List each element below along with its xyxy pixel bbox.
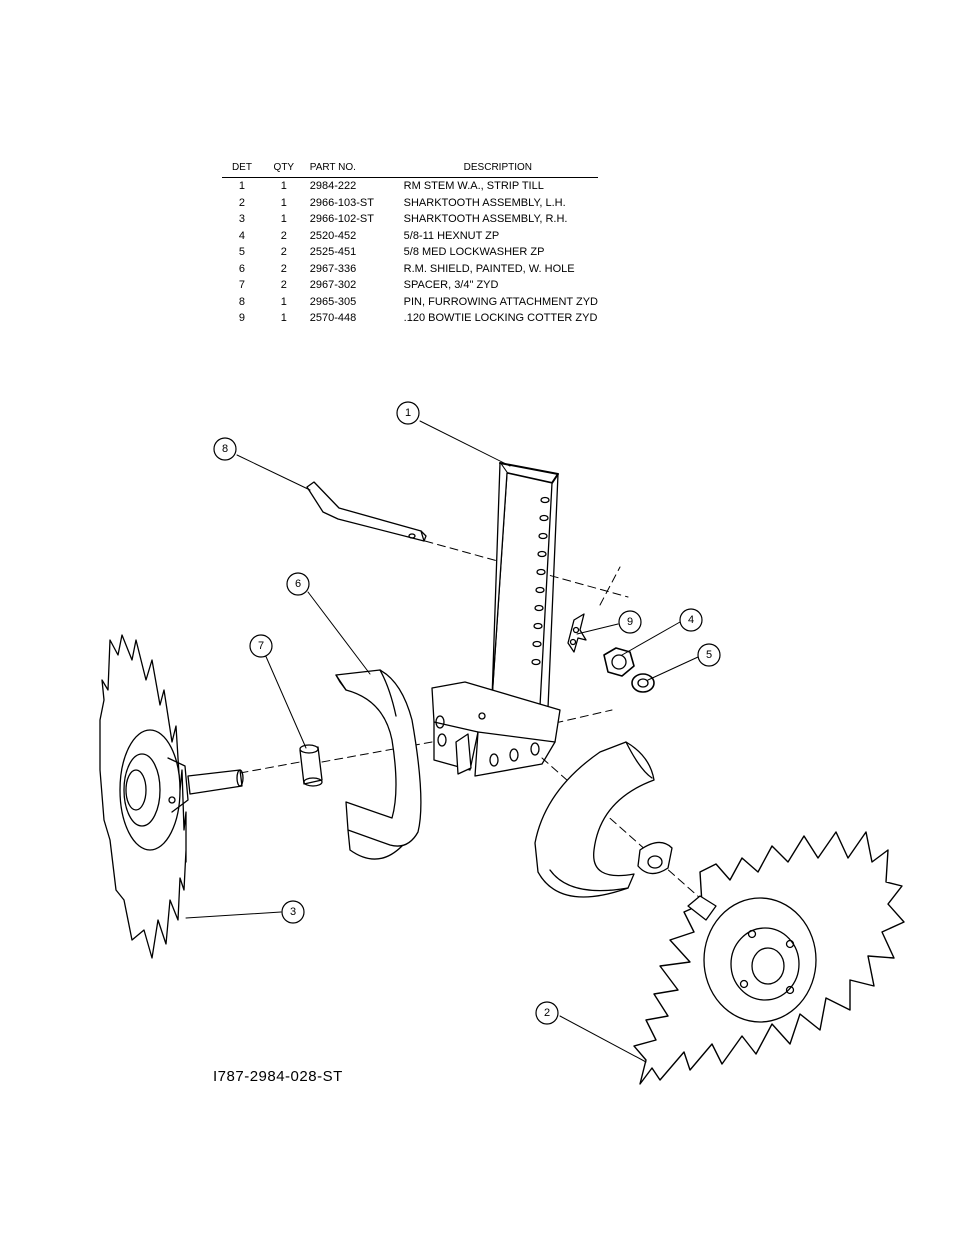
header-description: DESCRIPTION: [397, 160, 598, 178]
header-det: DET: [222, 160, 262, 178]
cell-qty: 1: [280, 196, 287, 209]
table-row: 8 1 2965-305 PIN, FURROWING ATTACHMENT ZYD: [222, 294, 598, 311]
callout-numbers: 1 2 3 4 5 6 7 8 9: [222, 407, 712, 1019]
cell-description: 5/8 MED LOCKWASHER ZP: [403, 246, 545, 258]
table-row: 5 2 2525-451 5/8 MED LOCKWASHER ZP: [222, 244, 598, 261]
cell-description: SHARKTOOTH ASSEMBLY, R.H.: [403, 213, 568, 225]
callout-4: 4: [688, 614, 694, 626]
cell-part-no: 2570-448: [309, 312, 357, 324]
cell-qty: 2: [280, 229, 287, 242]
spacer-right: [637, 841, 673, 875]
table-row: 6 2 2967-336 R.M. SHIELD, PAINTED, W. HOLE: [222, 261, 598, 278]
cell-qty: 1: [280, 180, 287, 192]
cell-det: 5: [238, 246, 245, 258]
header-part-no: PART NO.: [305, 160, 398, 178]
table-row: 3 1 2966-102-ST SHARKTOOTH ASSEMBLY, R.H.: [222, 211, 598, 228]
cell-det: 8: [238, 295, 245, 308]
header-qty: QTY: [261, 160, 306, 178]
table-row: 7 2 2967-302 SPACER, 3/4" ZYD: [222, 277, 598, 294]
cell-det: 4: [238, 229, 245, 242]
callout-3: 3: [290, 906, 296, 918]
cell-det: 3: [238, 213, 245, 225]
cell-description: 5/8-11 HEXNUT ZP: [403, 229, 500, 242]
table-row: 9 1 2570-448 .120 BOWTIE LOCKING COTTER ZYD: [222, 310, 598, 327]
stem-hole-pattern: [531, 496, 550, 666]
table-header-row: DET QTY PART NO. DESCRIPTION: [222, 160, 598, 178]
cell-description: R.M. SHIELD, PAINTED, W. HOLE: [403, 262, 575, 275]
furrowing-pin-part-8: [306, 481, 427, 542]
cell-description: SHARKTOOTH ASSEMBLY, L.H.: [403, 196, 566, 209]
hexnut-part-4: [603, 647, 635, 677]
callout-8: 8: [222, 443, 228, 455]
callout-leader-lines: [185, 420, 699, 1063]
lockwasher-part-5: [631, 673, 655, 693]
cell-qty: 2: [280, 246, 287, 258]
cell-part-no: 2967-336: [309, 262, 357, 275]
rm-shield-part-6: [335, 669, 422, 860]
callout-1: 1: [405, 407, 411, 419]
cell-description: .120 BOWTIE LOCKING COTTER ZYD: [403, 312, 598, 324]
cell-det: 2: [238, 196, 245, 209]
drawing-number: I787-2984-028-ST: [213, 1068, 343, 1085]
cell-description: PIN, FURROWING ATTACHMENT ZYD: [403, 295, 598, 308]
cell-part-no: 2520-452: [309, 229, 357, 242]
cell-qty: 1: [280, 295, 287, 308]
callout-circles: [213, 401, 721, 1025]
callout-7: 7: [258, 640, 264, 652]
cell-qty: 1: [280, 213, 287, 225]
cell-description: RM STEM W.A., STRIP TILL: [403, 180, 544, 192]
sharktooth-assembly-rh-part-3: [99, 634, 244, 959]
spacer-part-7: [299, 744, 323, 787]
callout-9: 9: [627, 616, 633, 628]
cell-part-no: 2965-305: [309, 295, 357, 308]
cell-part-no: 2984-222: [309, 180, 357, 192]
cell-description: SPACER, 3/4" ZYD: [403, 279, 499, 291]
cell-part-no: 2966-102-ST: [309, 213, 374, 225]
cell-part-no: 2525-451: [309, 246, 357, 258]
cell-qty: 1: [280, 312, 287, 324]
cell-det: 7: [238, 279, 245, 291]
callout-2: 2: [544, 1007, 550, 1019]
sharktooth-assembly-lh-part-2: [633, 831, 905, 1085]
cell-qty: 2: [280, 279, 287, 291]
cell-qty: 2: [280, 262, 287, 275]
table-row: 4 2 2520-452 5/8-11 HEXNUT ZP: [222, 228, 598, 245]
cell-det: 6: [238, 262, 245, 275]
bowtie-cotter-part-9: [567, 613, 587, 653]
callout-5: 5: [706, 649, 712, 661]
table-row: 1 1 2984-222 RM STEM W.A., STRIP TILL: [222, 178, 598, 195]
cell-det: 9: [238, 312, 245, 324]
table-row: 2 1 2966-103-ST SHARKTOOTH ASSEMBLY, L.H.: [222, 195, 598, 212]
rm-stem-part-1: [431, 462, 561, 777]
callout-6: 6: [295, 578, 301, 590]
cell-det: 1: [238, 180, 245, 192]
rm-shield-right: [534, 741, 655, 898]
cell-part-no: 2966-103-ST: [309, 196, 374, 209]
cell-part-no: 2967-302: [309, 279, 357, 291]
